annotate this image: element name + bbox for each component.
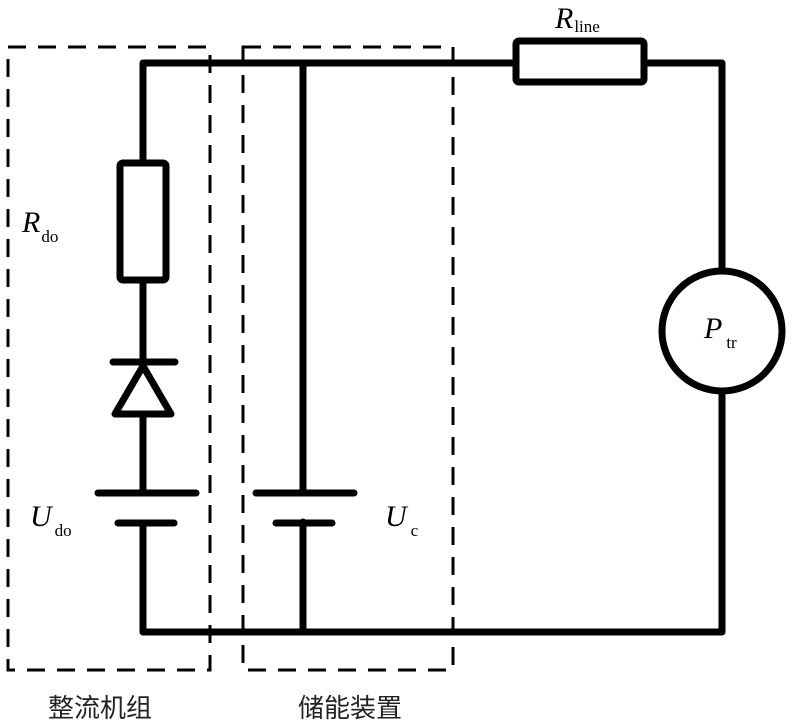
storage-source [252, 489, 358, 527]
top-wire-right [640, 59, 726, 276]
bottom-wire [139, 386, 726, 636]
diode [109, 358, 179, 418]
storage-group-box [241, 45, 455, 672]
line-resistor [512, 37, 648, 86]
rectifier-source [94, 489, 200, 527]
rectifier-group-label: 整流机组 [48, 694, 152, 724]
rectifier-resistor [116, 159, 170, 284]
rectifier-resistor-label: Rdo [21, 206, 58, 246]
top-wire-left [139, 59, 520, 164]
diode-triangle [111, 362, 175, 418]
line-resistor-label: Rline [554, 2, 600, 36]
storage-group-label: 储能装置 [298, 694, 402, 724]
train-load [658, 267, 786, 395]
rectifier-group-box [6, 45, 212, 672]
